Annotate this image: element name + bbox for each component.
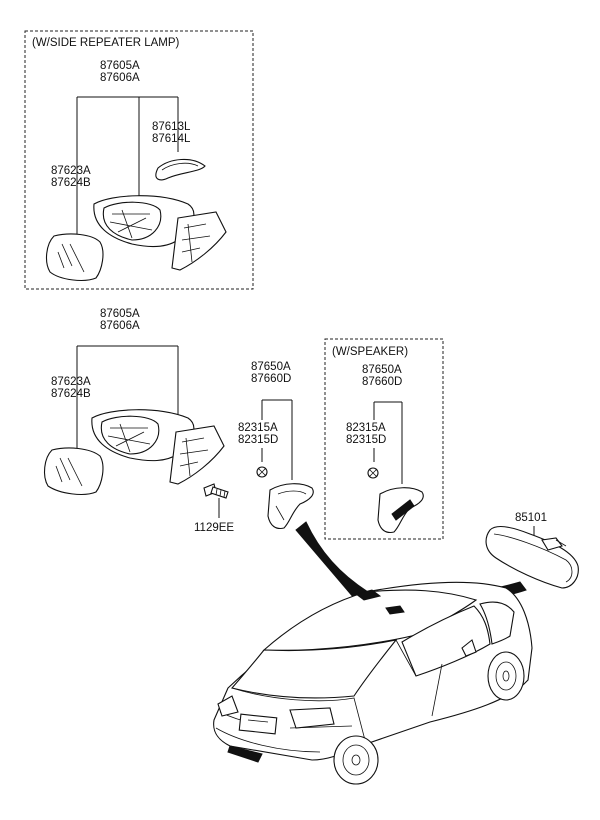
tail-lamp-left: [217, 695, 239, 717]
part-number-87623a-2: 87623A: [51, 376, 91, 388]
side-window-rear: [401, 605, 491, 677]
leader-lines-2: [76, 345, 179, 450]
inside-rear-view-mirror: [485, 525, 579, 589]
part-number-87614l: 87614L: [152, 133, 191, 145]
part-number-87660d: 87660D: [251, 373, 291, 385]
outside-mirror-assembly-2: [91, 409, 225, 485]
inside-mirror-group: 85101: [485, 512, 579, 589]
car-side-mirror: [461, 639, 477, 657]
clip-2: [367, 467, 379, 479]
trunk-line: [231, 687, 367, 745]
speaker-group: (W/SPEAKER) 87650A 87660D 82315A 82315D: [324, 338, 444, 540]
part-number-87613l: 87613L: [152, 121, 191, 133]
front-wheel: [487, 651, 525, 701]
mirror-glass: [45, 233, 104, 281]
outside-mirror-assembly: [93, 195, 227, 271]
door-lines: [395, 639, 443, 717]
speaker-title: (W/SPEAKER): [332, 346, 408, 358]
part-number-87650a: 87650A: [251, 361, 291, 373]
rear-wheel: [333, 735, 379, 785]
part-number-87605a-2: 87605A: [100, 308, 140, 320]
side-repeater-lamp-title: (W/SIDE REPEATER LAMP): [32, 37, 180, 49]
tail-lamp-right: [289, 707, 335, 729]
delta-cover-group: 87650A 87660D 82315A 82315D: [238, 361, 314, 530]
plate-emblem: [247, 719, 269, 723]
speaker-box: [324, 338, 444, 540]
part-number-82315a-2: 82315A: [346, 422, 386, 434]
speaker-cover: [377, 487, 424, 534]
license-plate: [238, 713, 278, 735]
leader-lines-4: [373, 401, 403, 484]
pointer-cover-to-car: [295, 521, 370, 599]
side-window-front: [479, 601, 515, 645]
car-illustration: [213, 581, 533, 785]
part-number-87605a: 87605A: [100, 60, 140, 72]
part-number-87623a: 87623A: [51, 165, 91, 177]
leader-lines: [76, 96, 179, 237]
part-number-1129ee: 1129EE: [194, 522, 234, 534]
side-repeater-lamp-group: (W/SIDE REPEATER LAMP) 87605A 87606A 876…: [24, 30, 254, 290]
rear-tire-shadow: [227, 745, 263, 763]
part-number-82315d-2: 82315D: [346, 434, 386, 446]
delta-cover: [267, 483, 314, 530]
part-number-87606a: 87606A: [100, 72, 140, 84]
outside-mirror-group: 87605A 87606A 87623A 87624B 1129EE: [43, 308, 234, 534]
part-number-87606a-2: 87606A: [100, 320, 140, 332]
side-repeater-lamp-box: [24, 30, 254, 290]
car-roof: [262, 589, 478, 651]
roof-spot: [385, 605, 405, 615]
part-number-87624b: 87624B: [51, 177, 91, 189]
screw: [203, 483, 229, 499]
part-number-85101: 85101: [515, 512, 547, 524]
side-repeater-lamp: [155, 158, 206, 181]
antenna: [354, 589, 382, 601]
part-number-82315a: 82315A: [238, 422, 278, 434]
part-number-87650a-2: 87650A: [362, 364, 402, 376]
leader-lines-3: [261, 399, 293, 480]
mirror-glass-2: [43, 447, 104, 495]
part-number-87624b-2: 87624B: [51, 388, 91, 400]
part-number-87660d-2: 87660D: [362, 376, 402, 388]
clip: [256, 466, 268, 478]
rear-bumper: [215, 727, 321, 753]
part-number-82315d: 82315D: [238, 434, 278, 446]
